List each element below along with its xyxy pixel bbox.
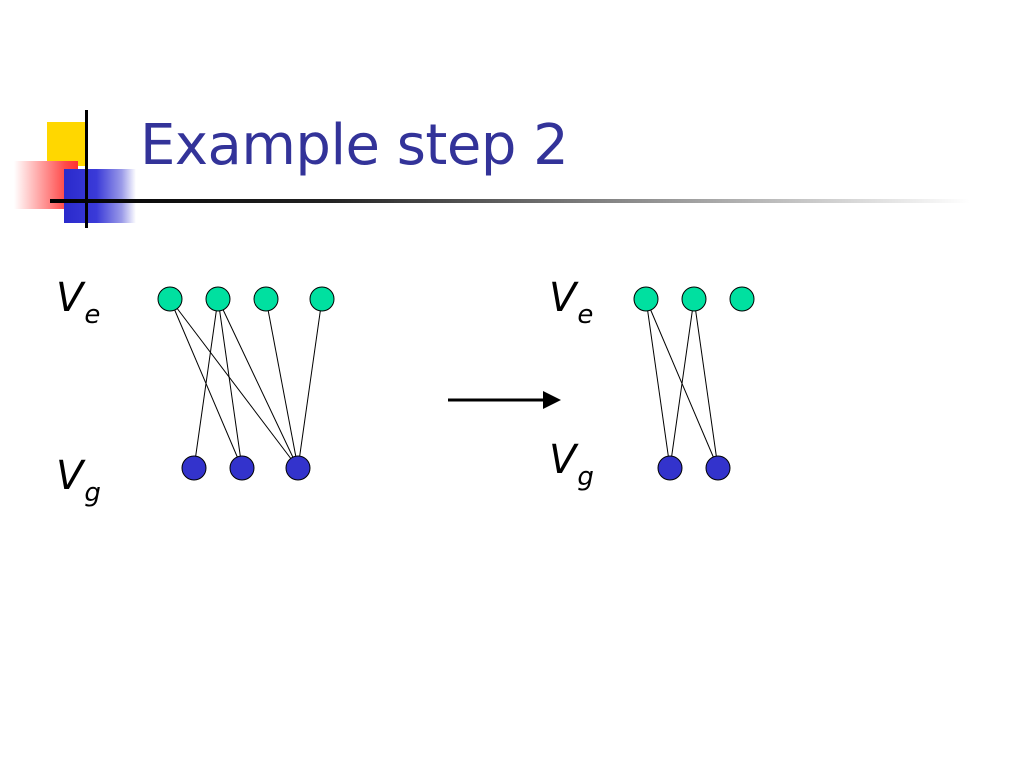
right-vertex-set-label-sub: g <box>577 462 594 492</box>
right-vertex-set-label-main: V <box>549 437 577 483</box>
left-vertex-set-label: Vg <box>56 453 101 508</box>
left-edge-set-label-main: V <box>56 275 84 321</box>
graph-before-edge-e2-g1 <box>193 298 219 469</box>
left-vertex-set-label-main: V <box>56 453 84 499</box>
graph-after-edge-e1-g1 <box>645 298 671 469</box>
right-edge-set-label-sub: e <box>577 300 594 330</box>
title-underline-rule <box>50 199 970 203</box>
graph-before-vertex-node-g2 <box>229 455 255 481</box>
graph-before-edge-e2-g2 <box>217 298 243 469</box>
right-edge-set-label-main: V <box>549 275 577 321</box>
graph-before-edge-node-e4 <box>309 286 335 312</box>
left-vertex-set-label-sub: g <box>84 478 101 508</box>
graph-before-vertex-node-g1 <box>181 455 207 481</box>
title-ornament-vertical-line <box>85 110 88 228</box>
left-edge-set-label: Ve <box>56 275 100 330</box>
graph-after-vertex-node-g1 <box>657 455 683 481</box>
transform-arrow-icon <box>543 391 561 409</box>
graph-after-vertex-node-g2 <box>705 455 731 481</box>
graph-after-edge-e2-g1 <box>669 298 695 469</box>
right-vertex-set-label: Vg <box>549 437 594 492</box>
graph-before-edge-node-e1 <box>157 286 183 312</box>
graph-before-edge-e1-g3 <box>169 298 299 469</box>
title-ornament-yellow-square <box>47 122 87 166</box>
graph-before-vertex-node-g3 <box>285 455 311 481</box>
graph-before-edge-e2-g3 <box>217 298 299 469</box>
title-ornament-blue-square <box>64 169 136 223</box>
graph-before-edge-node-e2 <box>205 286 231 312</box>
graph-after-edge-node-e3 <box>729 286 755 312</box>
graph-before-edge-node-e3 <box>253 286 279 312</box>
slide-title: Example step 2 <box>140 113 569 178</box>
left-edge-set-label-sub: e <box>84 300 101 330</box>
graph-before-edge-e4-g3 <box>297 298 323 469</box>
graph-after-edge-node-e2 <box>681 286 707 312</box>
graph-before-edge-e3-g3 <box>265 298 299 469</box>
graph-after-edge-e2-g2 <box>693 298 719 469</box>
right-edge-set-label: Ve <box>549 275 593 330</box>
graph-after-edge-node-e1 <box>633 286 659 312</box>
